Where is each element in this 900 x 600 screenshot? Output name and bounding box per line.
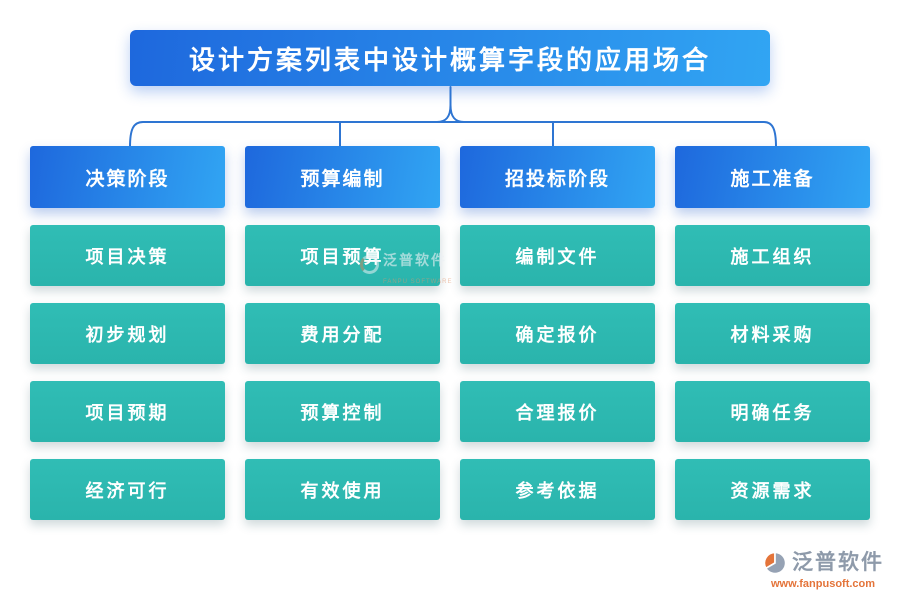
column-header: 决策阶段	[30, 146, 225, 208]
vendor-name: 泛普软件	[792, 551, 884, 575]
vendor-logo: 泛普软件 www.fanpusoft.com	[762, 550, 884, 590]
item-box: 项目预期	[30, 381, 225, 442]
column-construction-preparation: 施工准备 施工组织 材料采购 明确任务 资源需求	[675, 146, 870, 520]
item-box: 有效使用	[245, 459, 440, 520]
column-budget-preparation: 预算编制 项目预算 费用分配 预算控制 有效使用	[245, 146, 440, 520]
diagram-title: 设计方案列表中设计概算字段的应用场合	[130, 30, 770, 86]
columns-grid: 决策阶段 项目决策 初步规划 项目预期 经济可行 预算编制 项目预算 费用分配 …	[30, 146, 870, 520]
connector-stem-flare-left	[436, 104, 452, 123]
item-box: 明确任务	[675, 381, 870, 442]
item-box: 经济可行	[30, 459, 225, 520]
item-box: 材料采购	[675, 303, 870, 364]
item-box: 合理报价	[460, 381, 655, 442]
connector-bracket	[129, 121, 777, 148]
column-bidding-stage: 招投标阶段 编制文件 确定报价 合理报价 参考依据	[460, 146, 655, 520]
item-box: 初步规划	[30, 303, 225, 364]
item-box: 项目决策	[30, 225, 225, 286]
item-box: 确定报价	[460, 303, 655, 364]
item-box: 施工组织	[675, 225, 870, 286]
item-box: 费用分配	[245, 303, 440, 364]
fanpu-logo-icon	[763, 551, 787, 575]
item-box: 资源需求	[675, 459, 870, 520]
item-box: 编制文件	[460, 225, 655, 286]
column-header: 预算编制	[245, 146, 440, 208]
item-box: 参考依据	[460, 459, 655, 520]
vendor-url: www.fanpusoft.com	[770, 577, 876, 590]
connector-stem-flare-right	[449, 104, 465, 123]
item-box: 项目预算	[245, 225, 440, 286]
item-box: 预算控制	[245, 381, 440, 442]
column-decision-stage: 决策阶段 项目决策 初步规划 项目预期 经济可行	[30, 146, 225, 520]
column-header: 施工准备	[675, 146, 870, 208]
column-header: 招投标阶段	[460, 146, 655, 208]
